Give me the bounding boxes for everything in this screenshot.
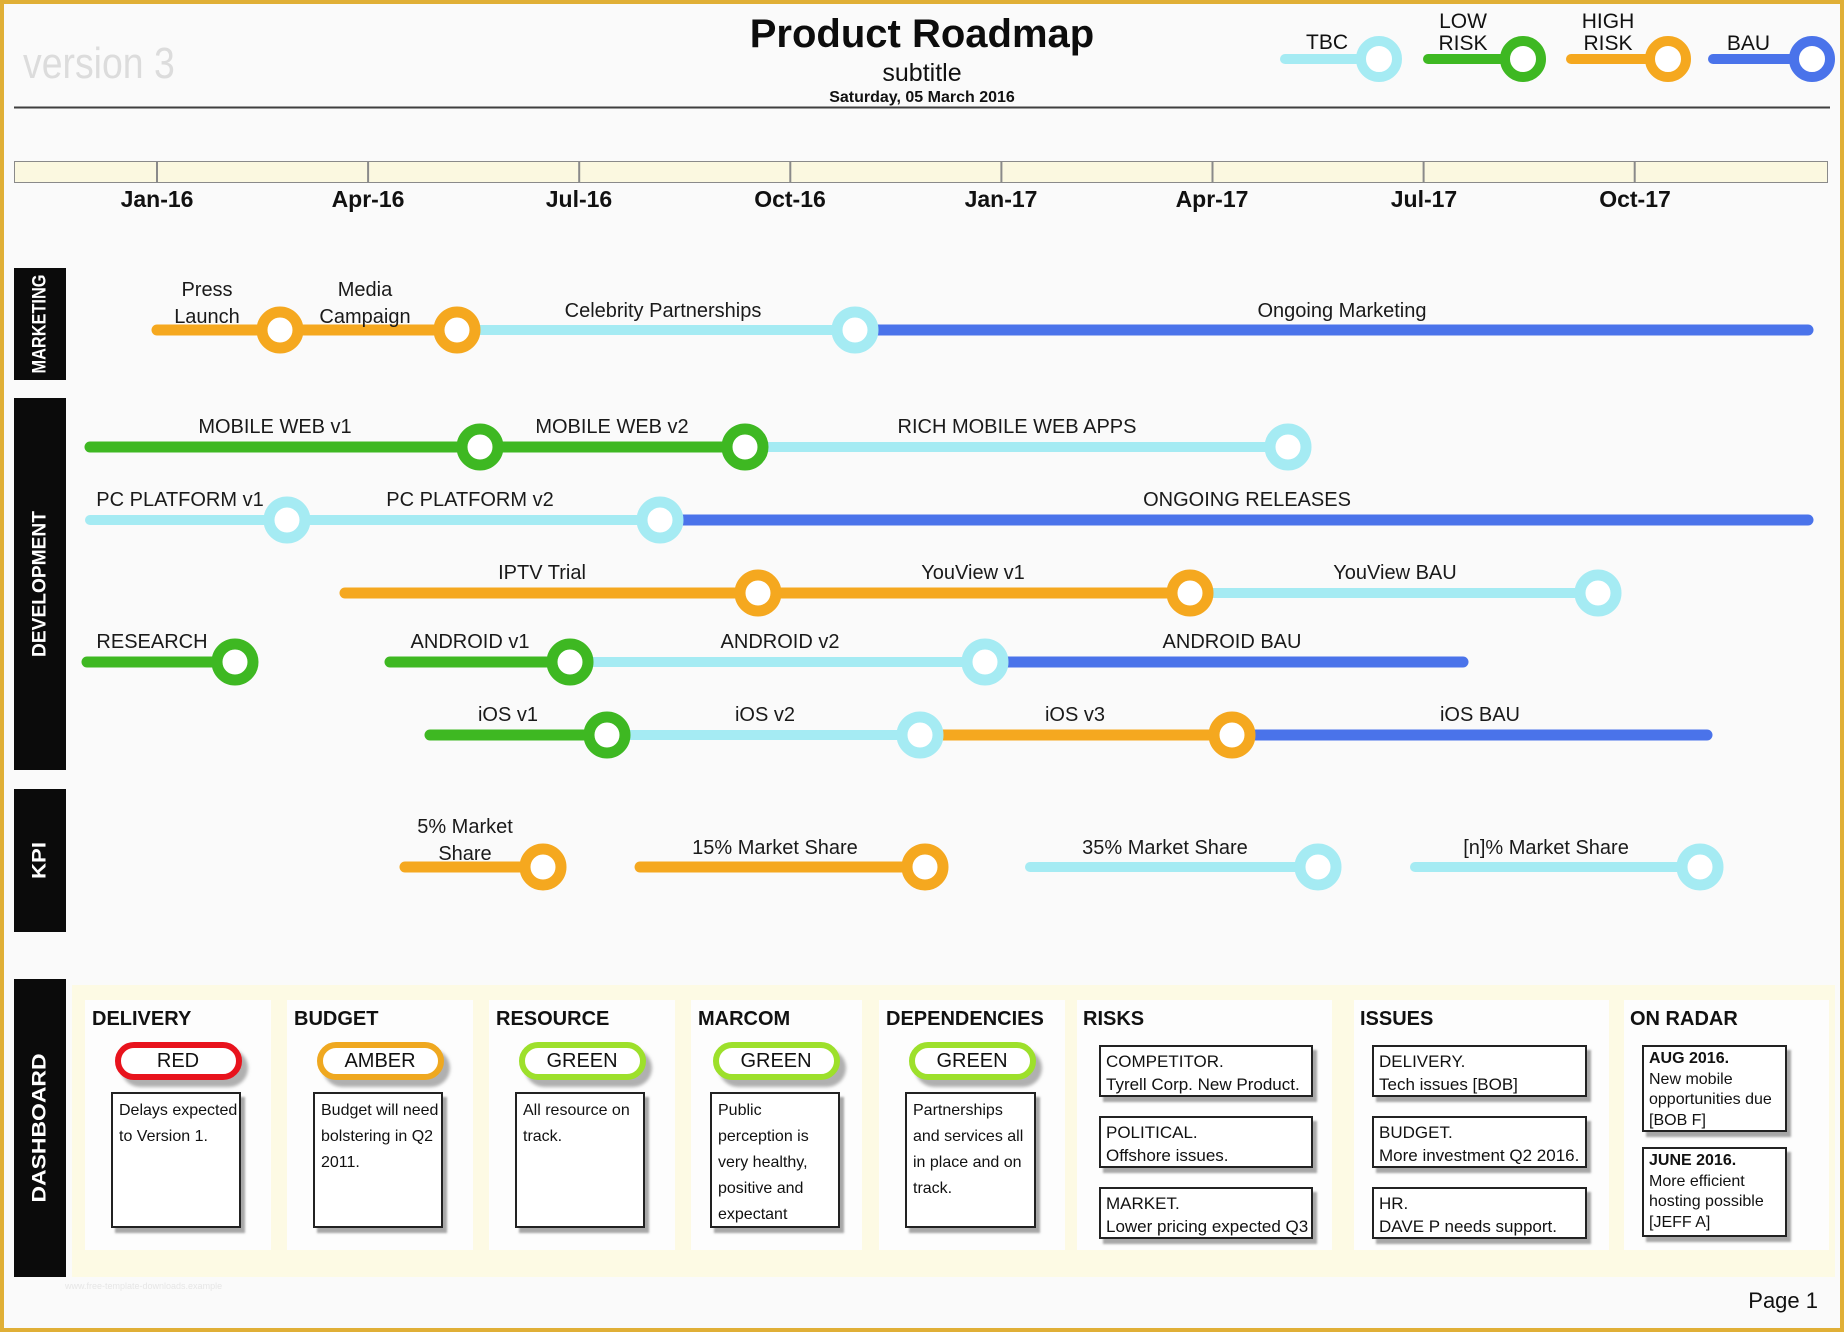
- svg-text:iOS v2: iOS v2: [735, 704, 795, 726]
- svg-text:35% Market Share: 35% Market Share: [1082, 837, 1248, 859]
- svg-text:KPI: KPI: [30, 842, 51, 879]
- svg-text:Share: Share: [438, 843, 491, 865]
- svg-text:PC PLATFORM v1: PC PLATFORM v1: [96, 489, 263, 511]
- svg-text:ANDROID v2: ANDROID v2: [721, 631, 840, 653]
- svg-text:PC PLATFORM v2: PC PLATFORM v2: [386, 489, 553, 511]
- svg-text:ANDROID BAU: ANDROID BAU: [1163, 631, 1302, 653]
- svg-text:YouView v1: YouView v1: [921, 562, 1024, 584]
- svg-text:TBC: TBC: [1306, 31, 1348, 54]
- svg-text:Celebrity Partnerships: Celebrity Partnerships: [565, 300, 762, 322]
- svg-text:iOS BAU: iOS BAU: [1440, 704, 1520, 726]
- svg-text:RISK: RISK: [1583, 32, 1632, 55]
- svg-text:MOBILE WEB v1: MOBILE WEB v1: [198, 416, 351, 438]
- svg-text:Apr-17: Apr-17: [1176, 186, 1249, 212]
- svg-text:Jul-16: Jul-16: [546, 186, 612, 212]
- svg-text:ANDROID v1: ANDROID v1: [411, 631, 530, 653]
- svg-text:Campaign: Campaign: [319, 306, 410, 328]
- svg-text:Launch: Launch: [174, 306, 240, 328]
- svg-text:Oct-16: Oct-16: [754, 186, 826, 212]
- svg-text:Ongoing Marketing: Ongoing Marketing: [1258, 300, 1427, 322]
- svg-text:Press: Press: [181, 279, 232, 301]
- svg-text:DASHBOARD: DASHBOARD: [30, 1054, 51, 1203]
- svg-text:LOW: LOW: [1439, 10, 1487, 33]
- svg-text:iOS v1: iOS v1: [478, 704, 538, 726]
- svg-text:Apr-16: Apr-16: [332, 186, 405, 212]
- svg-text:iOS v3: iOS v3: [1045, 704, 1105, 726]
- svg-text:Jan-17: Jan-17: [965, 186, 1038, 212]
- svg-text:RISK: RISK: [1438, 32, 1487, 55]
- svg-text:ONGOING RELEASES: ONGOING RELEASES: [1143, 489, 1351, 511]
- svg-text:[n]% Market Share: [n]% Market Share: [1463, 837, 1629, 859]
- svg-text:HIGH: HIGH: [1582, 10, 1635, 33]
- svg-text:MOBILE WEB v2: MOBILE WEB v2: [535, 416, 688, 438]
- svg-text:5% Market: 5% Market: [417, 816, 513, 838]
- svg-text:DEVELOPMENT: DEVELOPMENT: [30, 511, 51, 657]
- svg-text:IPTV Trial: IPTV Trial: [498, 562, 586, 584]
- svg-text:RESEARCH: RESEARCH: [96, 631, 207, 653]
- svg-text:Jan-16: Jan-16: [121, 186, 194, 212]
- svg-text:RICH MOBILE WEB APPS: RICH MOBILE WEB APPS: [898, 416, 1137, 438]
- svg-text:Oct-17: Oct-17: [1599, 186, 1671, 212]
- svg-text:Jul-17: Jul-17: [1391, 186, 1457, 212]
- svg-text:15% Market Share: 15% Market Share: [692, 837, 858, 859]
- svg-text:Media: Media: [338, 279, 393, 301]
- svg-text:BAU: BAU: [1727, 32, 1770, 55]
- svg-text:MARKETING: MARKETING: [30, 275, 51, 374]
- svg-text:YouView BAU: YouView BAU: [1333, 562, 1456, 584]
